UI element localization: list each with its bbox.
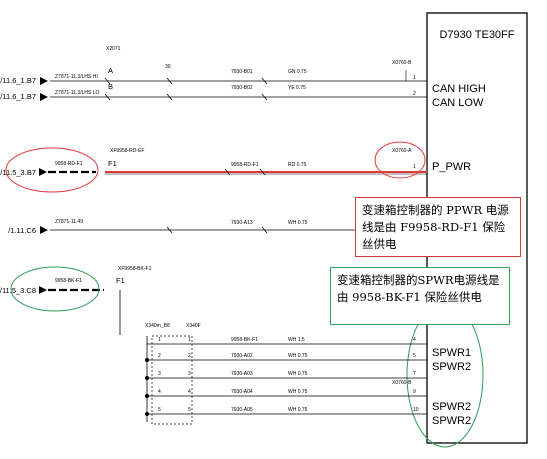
color-p-pwr: RD 0.75 bbox=[288, 162, 307, 168]
splice-color-2: WH 0.75 bbox=[288, 353, 308, 359]
conn-p-pwr: X0760-A bbox=[392, 148, 412, 154]
splice-color-3: WH 0.75 bbox=[288, 371, 308, 377]
num-30: 30 bbox=[165, 64, 171, 70]
splice-id-3: 7930-A03 bbox=[231, 371, 253, 377]
ref-c8: /11.5_3.C8 bbox=[0, 286, 36, 295]
signal-p-pwr: P_PWR bbox=[432, 161, 471, 173]
code-p-pwr: 9958-RD-F1 bbox=[55, 161, 83, 167]
splice-id-1: 9958-BK-F1 bbox=[231, 337, 258, 343]
green-circle-left bbox=[10, 266, 100, 312]
splice-id-2: 7930-A02 bbox=[231, 353, 253, 359]
conn-splice-left: X340m_B8 bbox=[145, 323, 170, 329]
letter-b: B bbox=[108, 82, 113, 91]
splice-id-4: 7930-A04 bbox=[231, 389, 253, 395]
splice-pin-1: 4 bbox=[413, 337, 416, 343]
splice-signal-1: SPWR1 bbox=[432, 347, 471, 359]
color-can-low: YE 0.75 bbox=[288, 85, 306, 91]
spwr-feed-wire bbox=[39, 286, 121, 335]
splice-right-1: 1 bbox=[188, 337, 191, 343]
id-b01: 7930-B01 bbox=[231, 69, 253, 75]
splice-right-2: 2 bbox=[188, 353, 191, 359]
splice-signal-4: SPWR2 bbox=[432, 401, 471, 413]
module-title: D7930 TE30FF bbox=[439, 29, 514, 41]
can-low-wire bbox=[40, 93, 427, 101]
letter-a: A bbox=[108, 66, 113, 75]
splice-left-1: 1 bbox=[158, 337, 161, 343]
ref-p-pwr: /11.5_3.B7 bbox=[0, 168, 36, 177]
ref-can-low: /11.6_1.B7 bbox=[0, 92, 36, 101]
conn-splice-right: X340F bbox=[186, 323, 201, 329]
conn-top: X0760-B bbox=[392, 60, 412, 66]
splice-pin-4: 9 bbox=[413, 389, 416, 395]
p-pwr-wire bbox=[39, 168, 427, 176]
annotation-red: 变速箱控制器的 PPWR 电源线是由 F9958-RD-F1 保险丝供电 bbox=[355, 197, 521, 257]
splice-left-5: 5 bbox=[158, 407, 161, 413]
code-can-low: Z7871-11.3/LHS LO bbox=[55, 90, 99, 96]
id-c6: 7930-A13 bbox=[231, 220, 253, 226]
red-circle-left bbox=[5, 147, 99, 193]
color-can-high: GN 0.75 bbox=[288, 69, 307, 75]
annotation-green: 变速箱控制器的SPWR电源线是由 9958-BK-F1 保险丝供电 bbox=[330, 267, 510, 325]
splice-color-5: WH 0.75 bbox=[288, 407, 308, 413]
signal-can-low: CAN LOW bbox=[432, 97, 484, 109]
letter-f1-rd: F1 bbox=[108, 159, 117, 168]
conn-x2071: X2071 bbox=[106, 46, 121, 52]
splice-right-5: 5 bbox=[188, 407, 191, 413]
id-b02: 7930-B02 bbox=[231, 85, 253, 91]
conn-xf9958-bk: XF9958-BK-F1 bbox=[118, 266, 152, 272]
ref-can-high: /11.6_1.B7 bbox=[0, 76, 36, 85]
signal-can-high: CAN HIGH bbox=[432, 83, 486, 95]
splice-left-2: 2 bbox=[158, 353, 161, 359]
code-c8: 9958-BK-F1 bbox=[55, 278, 82, 284]
splice-pin-3: 7 bbox=[413, 371, 416, 377]
splice-color-4: WH 0.75 bbox=[288, 389, 308, 395]
splice-signal-2: SPWR2 bbox=[432, 361, 471, 373]
conn-lower: X0760-B bbox=[392, 380, 412, 386]
pin-can-high: 1 bbox=[413, 75, 416, 81]
splice-right-3: 3 bbox=[188, 371, 191, 377]
splice-id-5: 7930-A05 bbox=[231, 407, 253, 413]
red-circle-right bbox=[374, 141, 426, 179]
splice-pin-2: 5 bbox=[413, 353, 416, 359]
id-p-pwr: 9958-RD-F1 bbox=[231, 162, 259, 168]
splice-signal-5: SPWR2 bbox=[432, 415, 471, 427]
can-high-wire bbox=[40, 77, 427, 85]
splice-left-3: 3 bbox=[158, 371, 161, 377]
splice-color-1: WH 1.5 bbox=[288, 337, 305, 343]
color-c6: WH 0.75 bbox=[288, 220, 308, 226]
ref-c6: /1.11.C6 bbox=[8, 226, 36, 235]
splice-left-4: 4 bbox=[158, 389, 161, 395]
code-can-high: Z7871-11.3/LHS HI bbox=[55, 74, 98, 80]
conn-xf9958-rd: XF9958-RD-EF bbox=[110, 148, 144, 154]
splice-right-4: 4 bbox=[188, 389, 191, 395]
code-c6: Z7871-11.49 bbox=[55, 219, 83, 225]
splice-block: 1 1 9958-BK-F1 WH 1.5 4 SPWR1 2 2 7930-A… bbox=[145, 335, 471, 427]
splice-pin-5: 10 bbox=[413, 407, 419, 413]
letter-f1-bk: F1 bbox=[116, 276, 125, 285]
pin-p-pwr: 1 bbox=[413, 164, 416, 170]
pin-can-low: 2 bbox=[413, 91, 416, 97]
